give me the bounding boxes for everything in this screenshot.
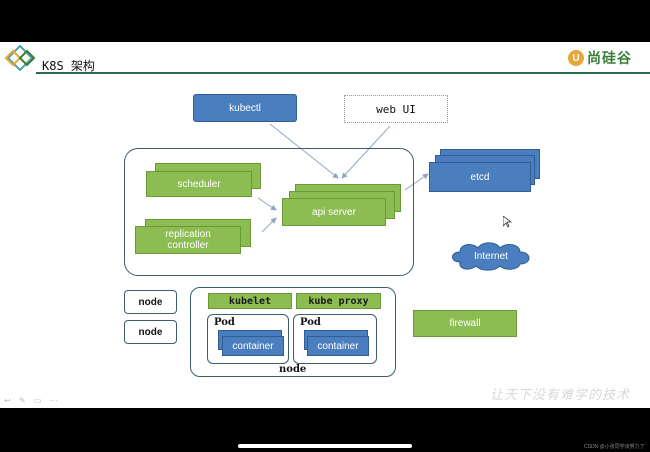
api-server-box: api server [282, 198, 386, 226]
footer-slogan: 让天下没有难学的技术 [490, 388, 631, 403]
master-frame [124, 148, 414, 276]
internet-cloud-icon [452, 242, 530, 271]
web-ui-box: web UI [344, 95, 448, 123]
kubelet-label: kubelet [228, 295, 272, 307]
brand-logo: U 尚硅谷 [568, 48, 642, 68]
replication-controller-box: replication controller [135, 226, 241, 254]
kubectl-box: kubectl [193, 94, 297, 122]
kubelet-box: kubelet [208, 293, 292, 309]
brand-icon: U [568, 50, 584, 66]
header-rule [36, 72, 650, 74]
node-box-1: node [124, 290, 177, 314]
node-box-2: node [124, 320, 177, 344]
pod-label-2: Pod [300, 317, 321, 328]
etcd-box: etcd [429, 162, 531, 192]
pod-label-1: Pod [214, 317, 235, 328]
pod-frame-2 [293, 314, 377, 364]
watermark: CSDN @小张同学该努力了 [584, 444, 645, 450]
brand-name: 尚硅谷 [587, 51, 632, 67]
node-frame-label: node [279, 364, 307, 375]
kube-proxy-label: kube proxy [308, 295, 369, 307]
worker-node-frame [190, 287, 396, 377]
logo-mark-icon [4, 44, 36, 72]
home-indicator[interactable] [238, 444, 412, 448]
pod-frame-1 [207, 314, 289, 364]
container-box-1: container [222, 336, 284, 356]
slide-title: K8S 架构 [42, 59, 95, 73]
internet-label: Internet [474, 250, 508, 262]
firewall-box: firewall [413, 310, 517, 337]
mouse-cursor-icon [503, 216, 512, 228]
slide-toolbar-icons[interactable]: ↩ ✎ ▭ ⋯ [4, 396, 61, 405]
kube-proxy-box: kube proxy [296, 293, 381, 309]
scheduler-box: scheduler [146, 171, 252, 197]
container-box-2: container [307, 336, 369, 356]
